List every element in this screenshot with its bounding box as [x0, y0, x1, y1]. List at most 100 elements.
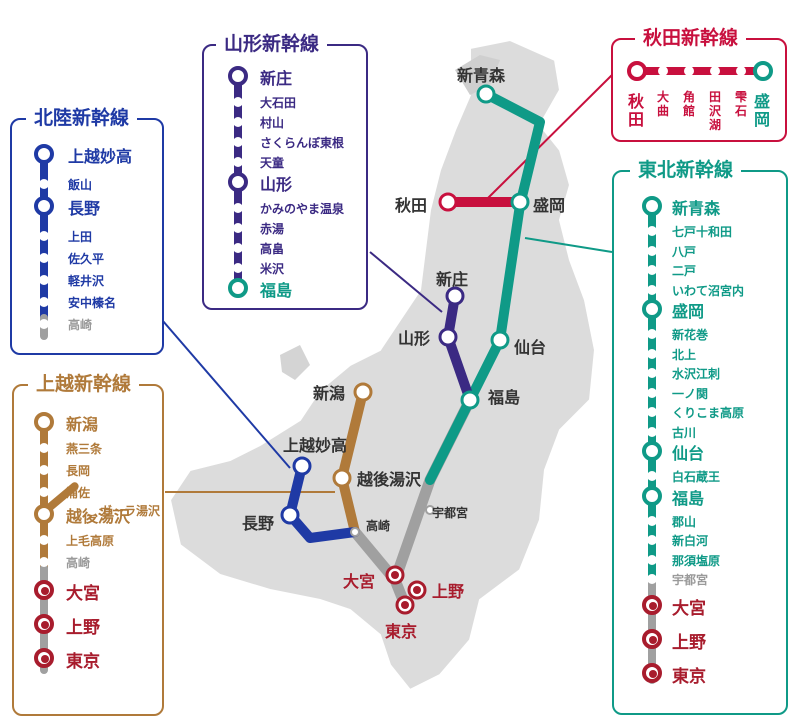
tohoku-terminal-dot [642, 594, 662, 615]
yamagata-station-label: 新庄 [260, 69, 293, 88]
tohoku-station-label: 古川 [672, 425, 697, 440]
map-label-joetsumyoko: 上越妙高 [283, 436, 348, 455]
yamagata-station-label: 山形 [260, 175, 293, 194]
tohoku-station-dot [647, 387, 657, 398]
map-station-echigoyuzawa [332, 468, 352, 488]
akita-station-char: 田 [628, 110, 645, 129]
tohoku-station-dot [647, 329, 657, 339]
route-tohoku [425, 89, 545, 485]
tohoku-station-dot [647, 574, 657, 584]
tohoku-terminal-dot-core [649, 601, 657, 610]
akita-station-dot [736, 66, 746, 76]
akita-station-char: 雫 [735, 90, 748, 104]
map-label-morioka: 盛岡 [533, 196, 566, 215]
joetsu-title: 上越新幹線 [28, 372, 140, 396]
tohoku-station-dot [647, 284, 657, 295]
tohoku-panel: 東北新幹線 新青森七戸十和田八戸二戸いわて沼宮内盛岡新花巻北上水沢江刺一ノ関くり… [612, 158, 788, 715]
akita-station-char: 曲 [657, 104, 670, 118]
tohoku-station-label: 宇都宮 [672, 573, 709, 587]
connector-hokuriku [149, 305, 291, 469]
map-station-yamagata [438, 327, 458, 347]
hokuriku-panel: 北陸新幹線 上越妙高飯山長野上田佐久平軽井沢安中榛名高崎 [10, 106, 164, 355]
yamagata-station-dot [233, 137, 243, 147]
tohoku-station-dot [642, 299, 662, 319]
yamagata-title: 山形新幹線 [216, 32, 328, 56]
hokuriku-station-dot [34, 196, 54, 216]
tohoku-station-label: 郡山 [672, 514, 697, 529]
akita-station-char: 盛 [754, 92, 771, 111]
map-label-nagano: 長野 [242, 514, 275, 533]
map-station-niigata [353, 382, 373, 402]
tohoku-station-dot [647, 471, 657, 481]
map-label-shinjo: 新庄 [436, 270, 469, 289]
yamagata-station-label: かみのやま温泉 [260, 202, 345, 216]
yamagata-station-label: 福島 [260, 281, 293, 300]
hokuriku-station-label: 上越妙高 [68, 147, 133, 166]
tohoku-station-dot [647, 245, 657, 256]
joetsu-station-label: 燕三条 [66, 442, 103, 456]
tohoku-terminal-label: 上野 [672, 632, 706, 653]
akita-station-dot [658, 66, 668, 76]
akita-station-char: 大 [657, 90, 670, 104]
tohoku-station-label: 新白河 [672, 534, 709, 548]
tohoku-station-dot [647, 535, 657, 545]
map-station-takasaki [350, 527, 360, 537]
tohoku-station-label: 二戸 [672, 264, 697, 278]
yamagata-station-dot [228, 172, 248, 192]
map-station-omiya-core [391, 571, 399, 579]
tohoku-station-dot [642, 485, 662, 506]
hokuriku-station-label: 高崎 [68, 318, 93, 332]
connector-akita [487, 71, 616, 199]
tohoku-title: 東北新幹線 [630, 158, 742, 182]
joetsu-terminal-dot [34, 648, 54, 668]
map-station-fukushima [460, 390, 480, 410]
tohoku-station-label: 白石蔵王 [672, 470, 721, 484]
akita-station-char: 田 [709, 90, 722, 104]
joetsu-terminal-label: 大宮 [66, 584, 100, 604]
joetsu-station-label: 長岡 [66, 464, 91, 478]
hokuriku-station-label: 飯山 [68, 178, 93, 192]
map-label-utsunomiya: 宇都宮 [432, 506, 469, 520]
tohoku-terminal-label: 大宮 [672, 598, 706, 619]
joetsu-terminal-dot-core [41, 655, 49, 663]
map-label-sendai: 仙台 [514, 338, 547, 357]
tohoku-terminal-dot-core [649, 635, 657, 644]
akita-line [633, 67, 759, 75]
tohoku-station-label: 七戸十和田 [672, 225, 733, 239]
akita-station-dot [710, 66, 720, 76]
sado-island [280, 345, 310, 380]
akita-station-char: 沢 [709, 104, 722, 118]
tohoku-station-dot [647, 407, 657, 417]
tohoku-terminal-dot-core [649, 669, 657, 678]
joetsu-terminal-dot-core [41, 587, 49, 595]
tohoku-station-label: くりこま高原 [672, 406, 745, 420]
joetsu-terminal-dot [34, 580, 54, 600]
map-station-utsunomiya [425, 505, 435, 515]
yamagata-station-label: さくらんぼ東根 [260, 136, 345, 150]
joetsu-station-label: 高崎 [66, 556, 91, 570]
joetsu-line [40, 422, 48, 572]
joetsu-station-dot [39, 465, 49, 475]
map-station-shin-aomori [476, 84, 496, 104]
map-station-morioka [510, 192, 530, 212]
hokuriku-station-dot [39, 179, 49, 189]
tohoku-station-label: 新花巻 [672, 328, 709, 342]
yamagata-station-dot [233, 157, 243, 167]
map-station-tokyo-core [401, 601, 409, 609]
map-label-echigoyuzawa: 越後湯沢 [357, 470, 422, 489]
map-label-omiya: 大宮 [343, 572, 376, 591]
map-station-sendai [490, 330, 510, 350]
tohoku-station-label: 那須塩原 [672, 553, 721, 568]
akita-station-dot [627, 61, 647, 81]
joetsu-station-dot [39, 535, 49, 545]
joetsu-station-dot [34, 504, 54, 524]
map-label-tokyo: 東京 [385, 622, 418, 641]
map-label-akita: 秋田 [395, 196, 428, 215]
joetsu-station-label: 浦佐 [66, 486, 91, 500]
tohoku-station-dot [642, 441, 662, 461]
hokuriku-station-label: 長野 [68, 199, 101, 218]
joetsu-station-dot [39, 487, 49, 497]
yamagata-station-dot [228, 66, 248, 86]
